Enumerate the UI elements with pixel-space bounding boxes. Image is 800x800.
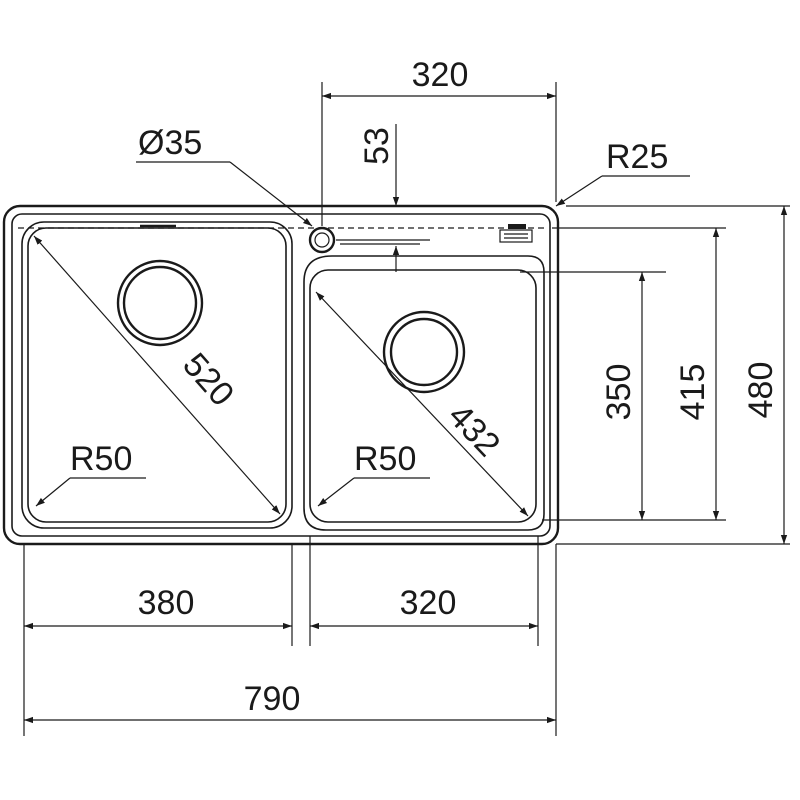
extension-lines [23, 82, 790, 736]
dimension-left-radius: R50 [35, 440, 146, 507]
dimension-corner-radius: R25 [555, 138, 690, 207]
dimension-overall-depth: 480 [742, 206, 788, 544]
dim-label-corner-radius: R25 [606, 138, 668, 176]
sink-outline [2, 204, 560, 546]
dim-label-left-bowl-width: 380 [138, 584, 195, 622]
dimension-right-bowl-depth: 350 [600, 272, 646, 520]
dim-label-top-width: 320 [412, 56, 469, 94]
dimension-right-bowl-width: 320 [310, 584, 538, 630]
dimension-inner-depth: 415 [674, 228, 720, 520]
dimension-left-bowl-width: 380 [24, 584, 292, 630]
sink-outer-rim [2, 204, 560, 546]
left-drain [116, 259, 204, 347]
right-drain [382, 310, 466, 394]
dim-label-inner-depth: 415 [674, 364, 712, 421]
dim-label-overall-width: 790 [244, 680, 301, 718]
left-bowl-outer [21, 221, 293, 529]
dimension-right-radius: R50 [317, 440, 430, 507]
right-bowl-outer [303, 255, 545, 531]
dimension-tap-offset: 53 [358, 124, 400, 272]
sink-inner-rim [11, 213, 551, 537]
dim-label-left-diagonal: 520 [175, 346, 241, 414]
dim-label-drain-diameter: Ø35 [138, 124, 202, 162]
right-bowl-inner [309, 269, 537, 523]
dim-label-right-diagonal: 432 [441, 397, 508, 464]
dimension-overall-width: 790 [24, 680, 556, 724]
dim-label-tap-offset: 53 [358, 127, 396, 165]
dim-label-right-bowl-width: 320 [400, 584, 457, 622]
dimension-drain-diameter: Ø35 [136, 124, 313, 227]
overflow-grille [499, 224, 533, 243]
dim-label-right-radius: R50 [354, 440, 416, 478]
left-bowl-inner [27, 227, 287, 523]
tap-hole [308, 226, 430, 254]
dim-label-right-bowl-depth: 350 [600, 364, 638, 421]
dimension-top-width: 320 [322, 56, 556, 100]
dim-label-overall-depth: 480 [742, 362, 780, 419]
dim-label-left-radius: R50 [70, 440, 132, 478]
